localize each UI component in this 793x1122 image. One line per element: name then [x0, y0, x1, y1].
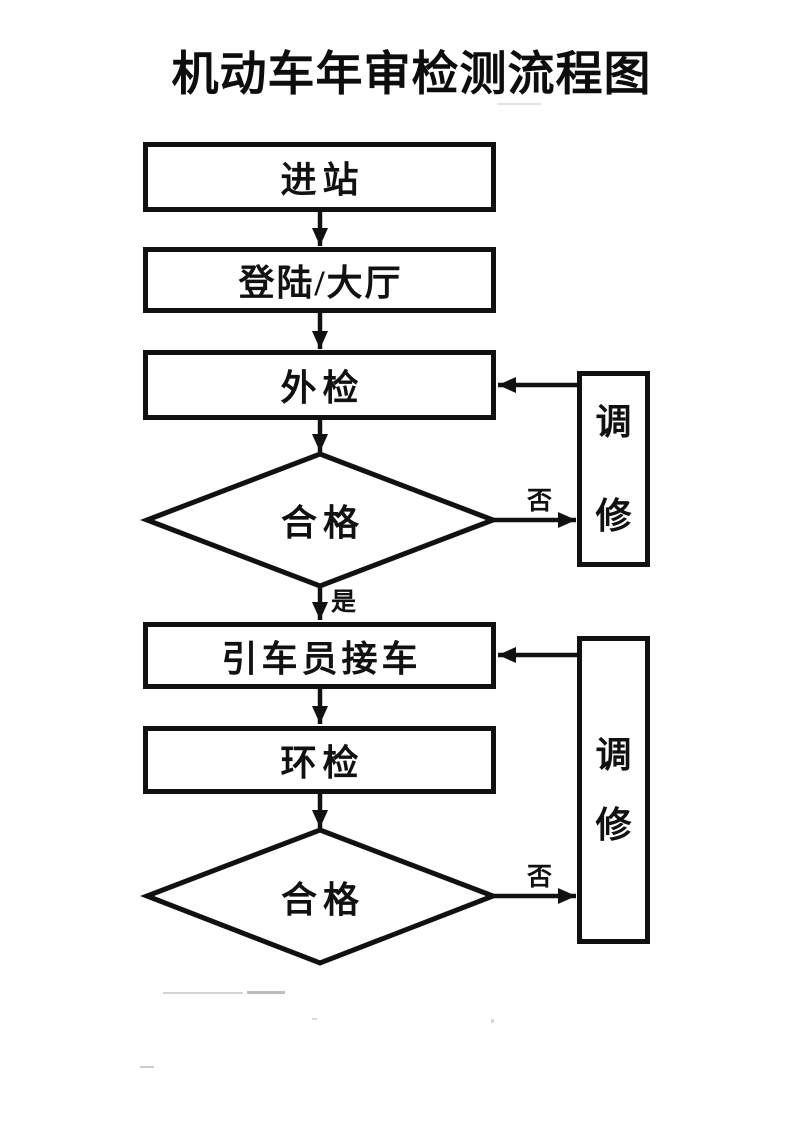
node-repair-top: 调修 [577, 371, 650, 567]
node-enter-station: 进站 [143, 142, 496, 212]
node-login-hall-label: 登陆/大厅 [238, 263, 403, 303]
edge-label-no-bottom: 否 [527, 864, 553, 891]
decision-diamond-2 [140, 827, 500, 966]
node-external-inspection: 外检 [143, 350, 496, 420]
node-login-hall: 登陆/大厅 [143, 247, 496, 313]
edge-label-yes: 是 [331, 589, 357, 616]
page-title: 机动车年审检测流程图 [171, 47, 652, 100]
node-external-inspection-label: 外检 [280, 368, 365, 408]
node-repair-bottom: 调修 [577, 636, 650, 944]
node-driver-pickup-label: 引车员接车 [221, 638, 422, 679]
node-repair-bottom-label: 调修 [595, 735, 632, 845]
node-environmental-inspection: 环检 [143, 726, 496, 794]
edge-label-no-top: 否 [527, 488, 553, 515]
node-pass-check-2: 合格 [147, 830, 493, 963]
node-pass-check-2-label: 合格 [280, 879, 365, 920]
node-enter-station-label: 进站 [280, 160, 365, 200]
node-driver-pickup: 引车员接车 [143, 622, 496, 689]
node-repair-top-label: 调修 [595, 402, 632, 536]
node-pass-check-1-label: 合格 [280, 503, 365, 543]
node-environmental-inspection-label: 环检 [280, 743, 365, 783]
node-pass-check-1: 合格 [147, 454, 493, 586]
